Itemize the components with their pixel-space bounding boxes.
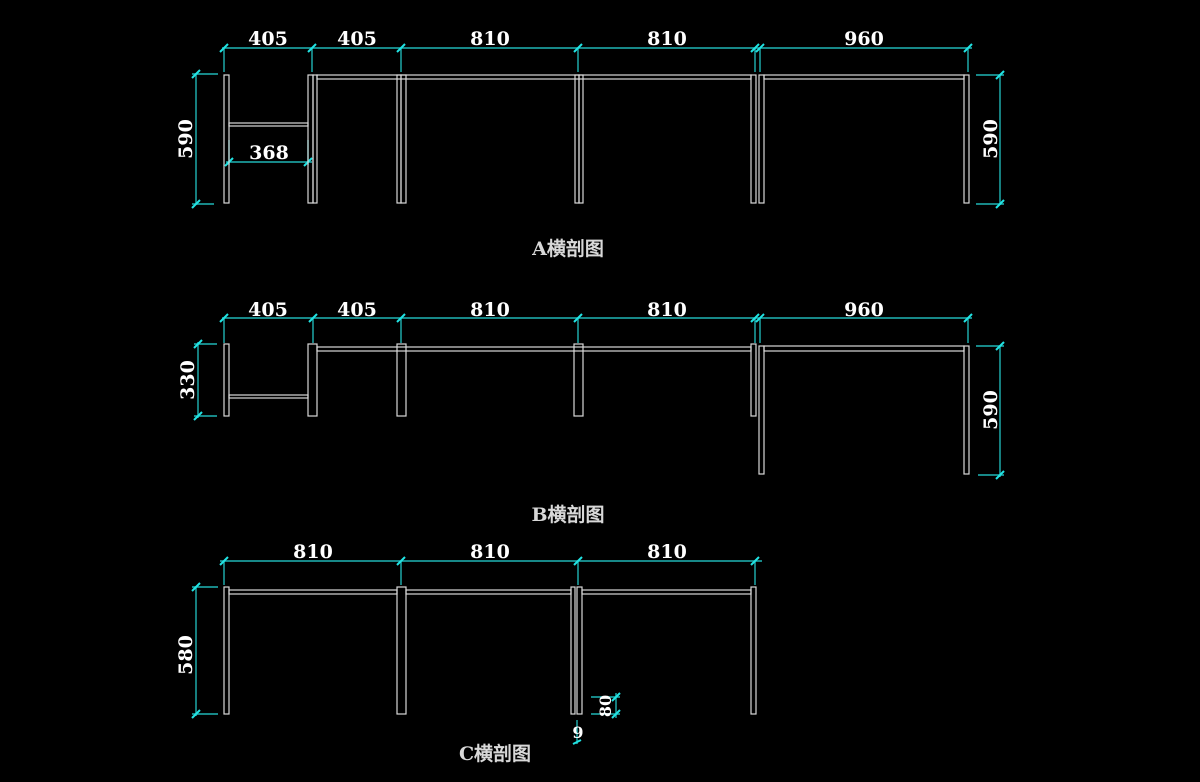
section-c-dim-3: 810 bbox=[647, 541, 687, 563]
section-b-left-height: 330 bbox=[177, 360, 199, 400]
section-a-dim-2: 405 bbox=[337, 28, 377, 50]
section-b-right-height-dimension bbox=[976, 341, 1005, 480]
section-b-top-dimension bbox=[219, 313, 973, 343]
section-a-top-dimension bbox=[219, 43, 973, 72]
section-c-title: C横剖图 bbox=[459, 742, 531, 765]
section-b: 405 405 810 810 960 330 590 bbox=[177, 299, 1005, 526]
section-b-dim-3: 810 bbox=[470, 299, 510, 321]
section-b-dim-5: 960 bbox=[844, 299, 884, 321]
section-a-left-height: 590 bbox=[175, 119, 197, 159]
section-c-detail-height: 80 bbox=[596, 695, 615, 717]
section-c: 810 810 810 580 bbox=[175, 541, 762, 765]
section-a-title: A横剖图 bbox=[531, 237, 604, 260]
section-c-left-height-dimension bbox=[191, 582, 218, 719]
section-a-dim-5: 960 bbox=[844, 28, 884, 50]
section-a-frame bbox=[223, 74, 970, 204]
section-b-dim-4: 810 bbox=[647, 299, 687, 321]
section-c-detail-width: 9 bbox=[572, 723, 583, 742]
section-a: 405 405 810 810 960 590 590 bbox=[175, 28, 1005, 260]
section-c-top-dimension bbox=[219, 556, 762, 585]
section-a-dim-1: 405 bbox=[248, 28, 288, 50]
section-a-dim-4: 810 bbox=[647, 28, 687, 50]
section-c-frame bbox=[223, 586, 757, 715]
section-c-dim-1: 810 bbox=[293, 541, 333, 563]
section-b-frame bbox=[223, 343, 970, 475]
section-c-detail-height-dimension bbox=[591, 692, 621, 719]
section-a-right-height-dimension bbox=[976, 70, 1005, 209]
section-b-left-height-dimension bbox=[193, 339, 217, 421]
section-c-detail-width-dimension bbox=[572, 720, 582, 745]
section-a-left-height-dimension bbox=[191, 69, 218, 209]
section-c-dim-2: 810 bbox=[470, 541, 510, 563]
section-b-dim-2: 405 bbox=[337, 299, 377, 321]
section-b-right-height: 590 bbox=[980, 390, 1002, 430]
section-a-inner-dim: 368 bbox=[249, 142, 289, 164]
section-a-dim-3: 810 bbox=[470, 28, 510, 50]
section-b-dim-1: 405 bbox=[248, 299, 288, 321]
section-a-right-height: 590 bbox=[980, 119, 1002, 159]
section-c-left-height: 580 bbox=[175, 635, 197, 675]
section-b-title: B横剖图 bbox=[531, 503, 604, 526]
